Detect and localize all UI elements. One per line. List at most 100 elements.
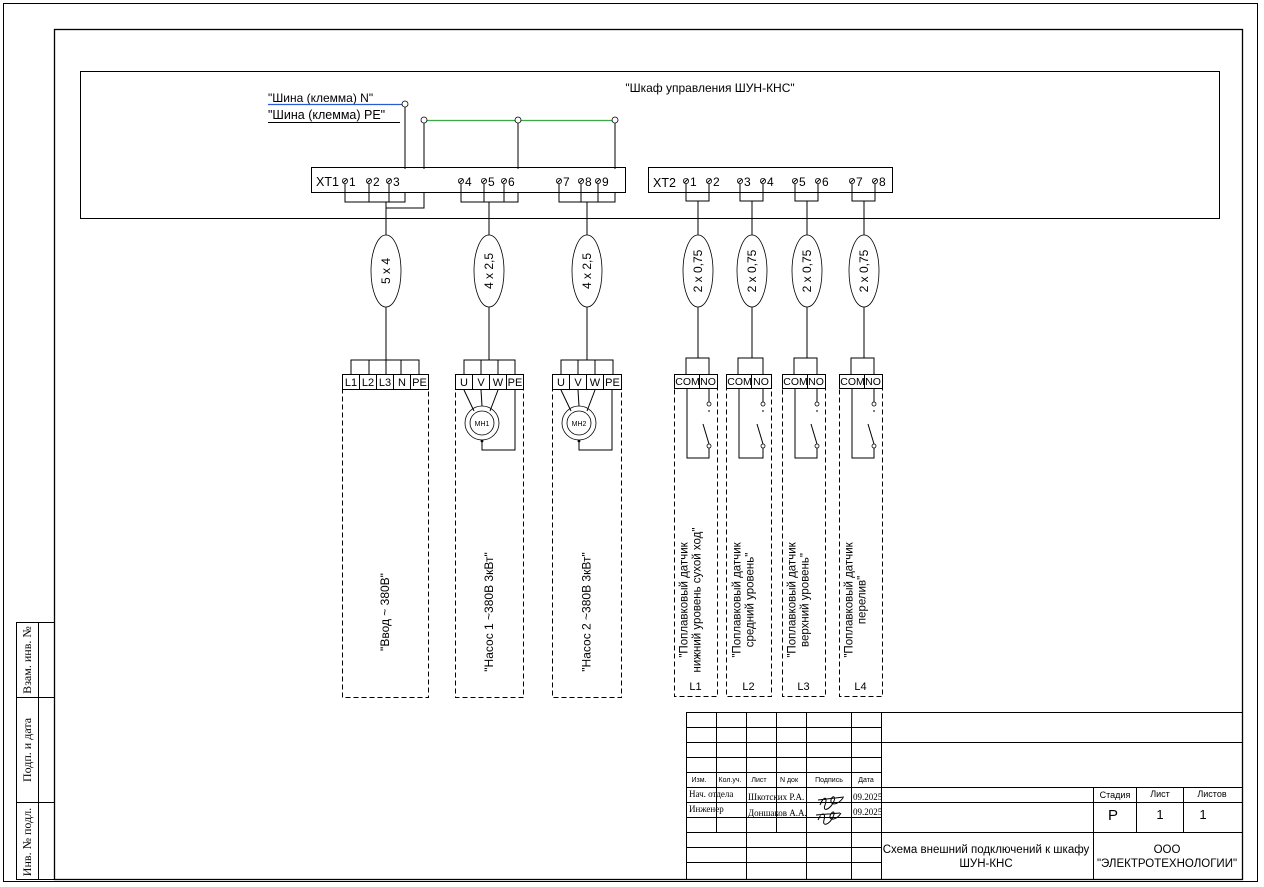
sensor-enclosure — [674, 388, 718, 697]
contact-node — [871, 443, 877, 449]
sensor-lead — [850, 357, 875, 374]
terminal-number: 4 — [767, 175, 774, 189]
xt1-wiring — [344, 192, 616, 209]
sensor-tag: L3 — [797, 681, 809, 693]
cable-spec: 2 x 0,75 — [857, 249, 871, 292]
side-stamp: Взам. инв. № Подп. и дата Инв. № подл. — [16, 622, 55, 880]
sensor-pin-label: COM — [783, 376, 808, 388]
terminal-number: 6 — [822, 175, 829, 189]
terminal-block-label: XT1 — [316, 175, 339, 189]
contact-node — [706, 401, 712, 407]
signature-1 — [817, 796, 845, 810]
device-label: "Ввод ~ 380В" — [378, 573, 392, 651]
side-stamp-label: Инв. № подл. — [20, 808, 34, 876]
terminal-number: 2 — [373, 175, 380, 189]
terminal-screw-slot — [578, 178, 584, 184]
contact-blade — [702, 423, 710, 445]
contact-wire — [794, 389, 818, 459]
cable-marker — [791, 234, 823, 308]
terminal-screw-slot — [458, 178, 464, 184]
bus-pe-terminal — [611, 116, 619, 124]
terminal-number: 1 — [690, 175, 697, 189]
organization: ООО — [1154, 844, 1181, 856]
terminal-number: 5 — [488, 175, 495, 189]
motor-pe-node — [480, 439, 484, 443]
cable-marker — [370, 234, 402, 308]
cabinet-outline — [80, 71, 1220, 219]
device-enclosure — [552, 389, 622, 698]
device-pin-label: V — [574, 377, 582, 389]
terminal-number: 1 — [349, 175, 356, 189]
signature-2 — [815, 811, 842, 825]
cabinet-title: "Шкаф управления ШУН-КНС" — [625, 81, 794, 95]
sensor-lead — [793, 357, 818, 374]
cable-marker — [682, 234, 714, 308]
device-pin-label: L3 — [379, 377, 391, 389]
terminal-screw-slot — [737, 178, 743, 184]
terminal-screw-slot — [683, 178, 689, 184]
row-date: 09.2025 — [853, 807, 883, 817]
device-pin-label: PE — [605, 377, 620, 389]
motor-pe-node — [577, 439, 581, 443]
terminal-number: 5 — [799, 175, 806, 189]
terminal-screw-slot — [872, 178, 878, 184]
cable-spec: 2 x 0,75 — [800, 249, 814, 292]
contact-node — [760, 443, 766, 449]
sensor-label: верхний уровень" — [800, 553, 812, 647]
device-pin-label: L2 — [362, 377, 374, 389]
device-pin-label: PE — [412, 377, 427, 389]
sheets-value: 1 — [1199, 807, 1206, 822]
motor-lead — [577, 389, 580, 407]
terminal-number: 7 — [563, 175, 570, 189]
sensor-label: "Поплавковый датчик — [844, 541, 856, 657]
xt2-wiring — [685, 192, 876, 202]
sensor-pin-label: COM — [675, 376, 700, 388]
terminal-screw-slot — [792, 178, 798, 184]
terminal-screw-slot — [849, 178, 855, 184]
bus-pe-terminal — [420, 116, 428, 124]
document-title: Схема внешний подключений к шкафу — [883, 844, 1090, 856]
bus-n-label: "Шина (клемма) N" — [268, 91, 373, 105]
title-block-header: Изм. — [692, 777, 707, 784]
stage-value: Р — [1108, 807, 1118, 824]
device-pin-label: U — [557, 377, 565, 389]
title-block-header: Подпись — [815, 777, 843, 784]
sensor-lead — [737, 357, 764, 374]
sensor-tag: L2 — [742, 681, 754, 693]
contact-blade — [756, 423, 764, 445]
motor-pe-lead — [578, 390, 613, 451]
motor-lead — [463, 389, 475, 412]
sheet-header: Лист — [1150, 789, 1170, 799]
cable-spec: 4 x 2,5 — [482, 253, 496, 289]
title-block-header: N док — [780, 777, 799, 784]
terminal-number: 3 — [393, 175, 400, 189]
motor-lead — [560, 389, 572, 412]
motor-tag: MH2 — [572, 421, 587, 428]
sensor-label: "Поплавковый датчик — [787, 541, 799, 657]
side-stamp-label: Взам. инв. № — [20, 626, 34, 694]
stage-header: Стадия — [1100, 790, 1131, 800]
terminal-screw-slot — [342, 178, 348, 184]
cable-spec: 2 x 0,75 — [745, 249, 759, 292]
device-pin-label: V — [477, 377, 485, 389]
terminal-screw-slot — [760, 178, 766, 184]
sheet-inner-frame — [53, 28, 1244, 881]
terminal-number: 3 — [744, 175, 751, 189]
contact-blade — [810, 423, 818, 445]
title-block-header: Кол.уч. — [719, 777, 742, 784]
row-role: Нач. отдела — [689, 789, 733, 799]
row-name: Доншаков А.А. — [748, 808, 807, 818]
motor-pe-lead — [481, 390, 516, 451]
sensor-pin-label: COM — [727, 376, 752, 388]
sensor-label: средний уровень" — [745, 553, 757, 648]
motor-symbol-inner — [469, 410, 495, 436]
row-name: Шкотских Р.А. — [748, 792, 804, 802]
cable-marker — [736, 234, 768, 308]
